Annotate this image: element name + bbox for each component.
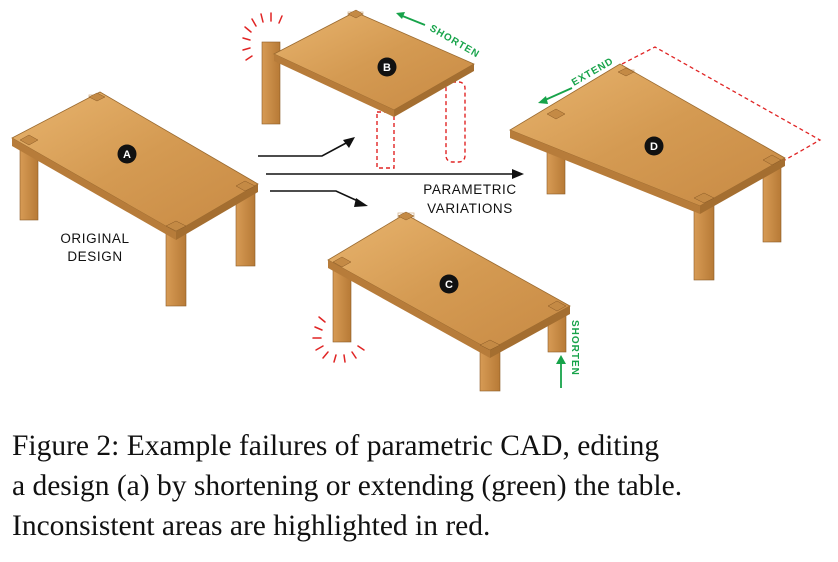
table-top <box>273 11 475 111</box>
caption-line-1: Figure 2: Example failures of parametric… <box>12 430 660 462</box>
caption-line-2: a design (a) by shortening or extending … <box>12 470 683 502</box>
svg-text:D: D <box>650 141 658 153</box>
svg-text:B: B <box>383 62 391 74</box>
badge-b: B <box>377 57 397 77</box>
parametric-variations-label-1: PARAMETRIC <box>423 182 517 197</box>
shorten-annotation-c: SHORTEN <box>569 320 580 376</box>
figure-illustration: A B C D ORIGINAL DESIGN PARAMETRIC VARIA… <box>11 9 822 392</box>
variation-arrows <box>258 137 524 207</box>
inconsistent-extension-outline <box>621 46 822 161</box>
badge-c: C <box>439 274 459 294</box>
parametric-variations-label-2: VARIATIONS <box>427 201 513 216</box>
original-design-label-2: DESIGN <box>67 249 122 264</box>
inconsistency-highlight <box>312 316 365 363</box>
caption-line-3: Inconsistent areas are highlighted in re… <box>12 510 491 542</box>
inconsistent-leg-outline <box>376 111 395 169</box>
inconsistent-leg-outline <box>445 81 466 163</box>
badge-a: A <box>117 144 137 164</box>
inconsistency-highlight <box>242 12 283 61</box>
original-design-label-1: ORIGINAL <box>60 231 129 246</box>
table-leg <box>261 41 281 125</box>
table-b <box>242 9 475 169</box>
svg-text:C: C <box>445 279 453 291</box>
table-a <box>11 91 259 307</box>
table-d <box>509 46 822 281</box>
badge-d: D <box>644 136 664 156</box>
table-c <box>312 211 571 392</box>
svg-text:A: A <box>123 149 131 161</box>
